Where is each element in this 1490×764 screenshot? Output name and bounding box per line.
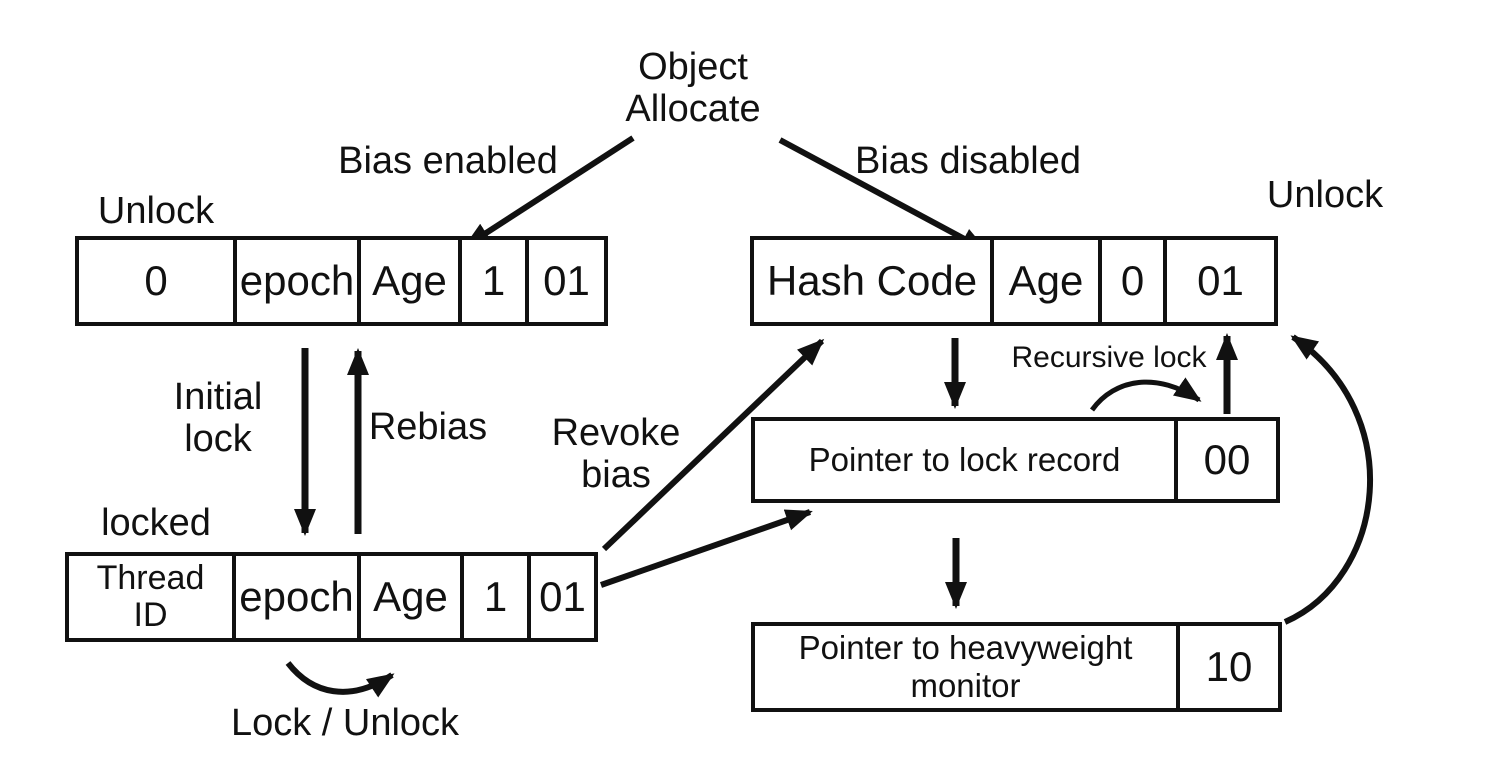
arrow-revoke-bias-to-lock-record bbox=[600, 509, 813, 588]
initial-lock-line1: Initial bbox=[173, 376, 263, 418]
biased-locked-cell-threadid: Thread ID bbox=[69, 556, 236, 638]
biased-unlocked-cell-age: Age bbox=[361, 240, 462, 322]
recursive-lock-label: Recursive lock bbox=[1011, 341, 1207, 374]
object-allocate-label: Object Allocate bbox=[625, 46, 760, 130]
object-allocate-line2: Allocate bbox=[625, 88, 761, 130]
biased-locked-box: Thread ID epoch Age 1 01 bbox=[65, 552, 598, 642]
arrow-allocate-to-bias-enabled bbox=[463, 135, 635, 249]
biased-locked-cell-tag: 01 bbox=[539, 572, 586, 620]
heavyweight-locked-cell-tag: 10 bbox=[1205, 642, 1253, 690]
biased-locked-cell-epoch: epoch bbox=[236, 556, 361, 638]
initial-lock-line2: lock bbox=[184, 418, 252, 460]
unlock-left-label: Unlock bbox=[97, 190, 215, 232]
unbiased-unlocked-box: Hash Code Age 0 01 bbox=[750, 236, 1278, 326]
lightweight-locked-cell-pointer: Pointer to lock record bbox=[755, 421, 1178, 499]
biased-locked-cell-age: Age bbox=[361, 556, 464, 638]
biased-unlocked-cell-epoch: epoch bbox=[237, 240, 361, 322]
bias-disabled-label: Bias disabled bbox=[854, 140, 1082, 182]
unlock-right-label: Unlock bbox=[1266, 174, 1384, 216]
lightweight-locked-box: Pointer to lock record 00 bbox=[751, 417, 1280, 503]
arrow-allocate-to-bias-disabled bbox=[778, 137, 988, 253]
arrow-revoke-bias-to-hash bbox=[601, 338, 825, 552]
lightweight-locked-cell-tag: 00 bbox=[1203, 435, 1251, 483]
heavyweight-locked-box: Pointer to heavyweight monitor 10 bbox=[751, 622, 1282, 712]
biased-locked-cell-biasbit: 1 bbox=[464, 556, 531, 638]
unbiased-unlocked-cell-hash: Hash Code bbox=[754, 240, 994, 322]
revoke-bias-label: Revoke bias bbox=[552, 412, 681, 496]
heavyweight-locked-cell-pointer: Pointer to heavyweight monitor bbox=[755, 626, 1180, 708]
unbiased-unlocked-cell-biasbit: 0 bbox=[1102, 240, 1167, 322]
unbiased-unlocked-cell-age: Age bbox=[994, 240, 1102, 322]
biased-unlocked-cell-tag: 01 bbox=[543, 256, 590, 304]
lock-unlock-label: Lock / Unlock bbox=[230, 702, 460, 744]
biased-unlocked-box: 0 epoch Age 1 01 bbox=[75, 236, 608, 326]
arrow-recursive-lock-swoosh bbox=[1089, 377, 1202, 412]
biased-unlocked-cell-biasbit: 1 bbox=[462, 240, 529, 322]
arrow-lock-unlock-swoosh bbox=[285, 661, 395, 698]
rebias-label: Rebias bbox=[368, 406, 488, 448]
object-allocate-line1: Object bbox=[638, 46, 748, 88]
locked-label: locked bbox=[101, 502, 211, 544]
arrow-unlock-curve bbox=[1283, 334, 1373, 625]
bias-enabled-label: Bias enabled bbox=[338, 140, 558, 182]
revoke-bias-line1: Revoke bbox=[551, 412, 681, 454]
biased-unlocked-cell-value: 0 bbox=[79, 240, 237, 322]
unbiased-unlocked-cell-tag: 01 bbox=[1197, 256, 1244, 304]
initial-lock-label: Initial lock bbox=[174, 376, 263, 460]
revoke-bias-line2: bias bbox=[581, 454, 651, 496]
